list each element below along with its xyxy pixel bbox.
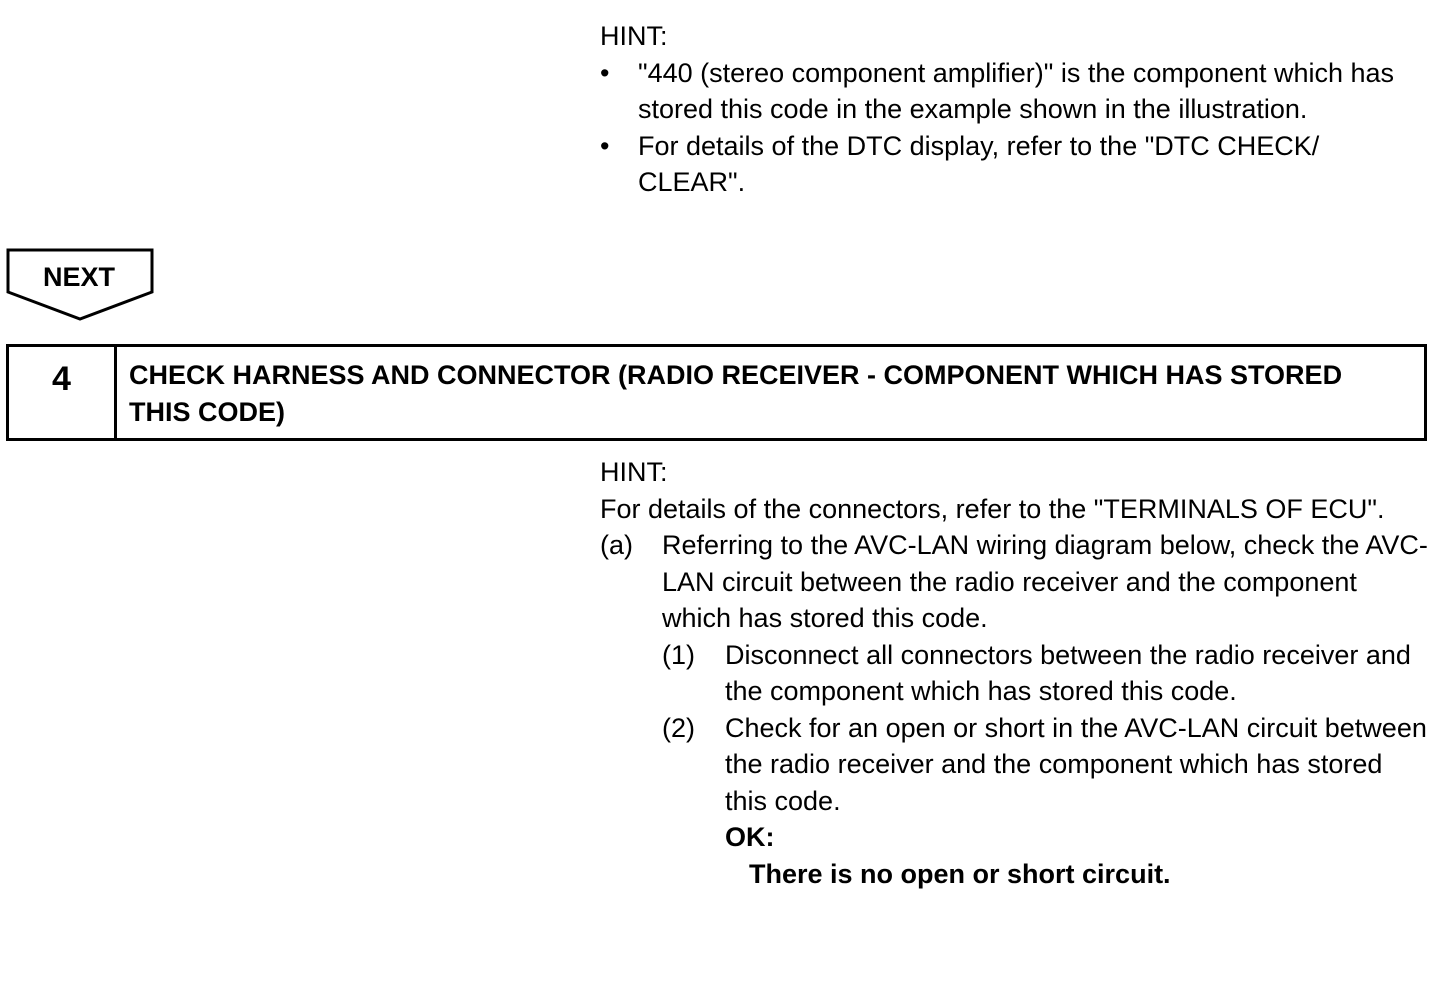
subitem-marker: (2) [662, 712, 695, 743]
bullet-icon: • [600, 57, 610, 88]
hint-bullet-item: • "440 (stereo component amplifier)" is … [600, 55, 1420, 128]
bottom-hint-section: HINT: For details of the connectors, ref… [600, 454, 1430, 892]
hint-bullet-text: "440 (stereo component amplifier)" is th… [638, 57, 1395, 125]
procedure-item: (a) Referring to the AVC-LAN wiring diag… [600, 527, 1430, 892]
next-arrow-icon [6, 248, 154, 321]
step-header: 4 CHECK HARNESS AND CONNECTOR (RADIO REC… [6, 344, 1427, 441]
subitem-marker: (1) [662, 639, 695, 670]
hint-label: HINT: [600, 21, 668, 51]
ok-result: There is no open or short circuit. [749, 858, 1171, 889]
top-hint-section: HINT: • "440 (stereo component amplifier… [600, 18, 1420, 201]
procedure-subitem: (2) Check for an open or short in the AV… [662, 710, 1430, 893]
ok-label: OK: [725, 822, 775, 852]
hint-label: HINT: [600, 457, 668, 487]
bullet-icon: • [600, 130, 610, 161]
step-title: CHECK HARNESS AND CONNECTOR (RADIO RECEI… [129, 360, 1343, 427]
subitem-text: Check for an open or short in the AVC-LA… [725, 712, 1427, 816]
next-button[interactable]: NEXT [6, 248, 156, 322]
procedure-text: Referring to the AVC-LAN wiring diagram … [662, 530, 1428, 633]
procedure-marker: (a) [600, 530, 633, 560]
next-button-label: NEXT [42, 262, 115, 292]
subitem-text: Disconnect all connectors between the ra… [725, 639, 1411, 707]
step-number: 4 [9, 347, 117, 438]
hint-text: For details of the connectors, refer to … [600, 493, 1385, 524]
hint-bullet-item: • For details of the DTC display, refer … [600, 128, 1420, 201]
procedure-subitem: (1) Disconnect all connectors between th… [662, 637, 1430, 710]
hint-bullet-text: For details of the DTC display, refer to… [638, 130, 1320, 198]
